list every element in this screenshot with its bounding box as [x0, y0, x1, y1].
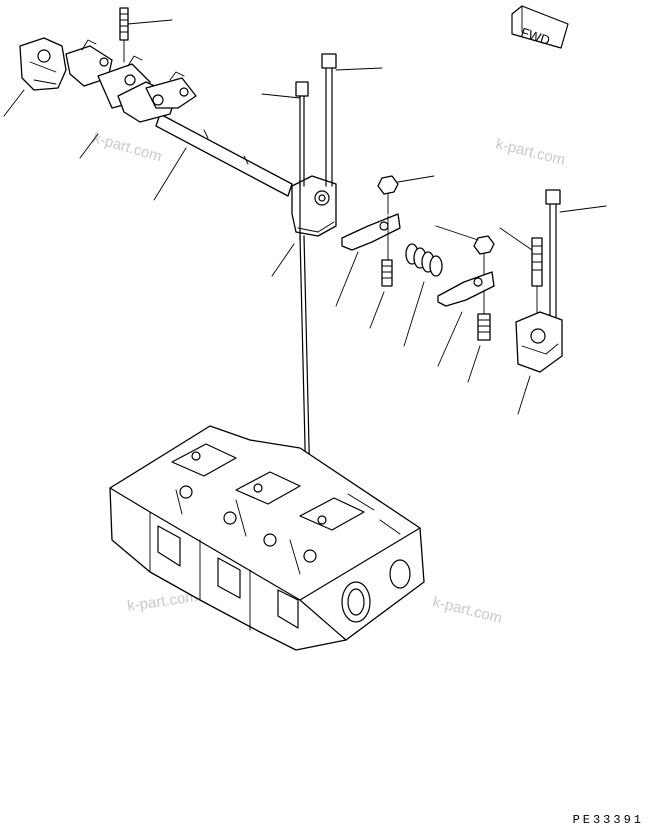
rocker-arm-left: [341, 213, 401, 261]
valve-spring: [405, 243, 443, 277]
bolt-right: [545, 189, 561, 319]
shaft-support-bracket: [291, 175, 337, 241]
rocker-arm-right: [437, 271, 495, 315]
cylinder-head: [109, 425, 425, 651]
end-support-bracket: [515, 311, 563, 373]
stud: [531, 237, 543, 319]
watermark-2: k-part.com: [494, 135, 567, 169]
nut-left: [377, 175, 399, 215]
fwd-arrow-icon: FWD: [511, 5, 569, 49]
bolt-center-right: [321, 53, 337, 187]
adjusting-screw-right: [477, 313, 491, 341]
watermark-1: k-part.com: [91, 130, 164, 166]
rocker-shaft-assembly: [19, 7, 293, 197]
fwd-label: FWD: [519, 25, 552, 48]
pushrod-line: [299, 235, 311, 489]
leader-lines: [3, 19, 607, 415]
nut-right: [473, 235, 495, 275]
watermark-4: k-part.com: [431, 593, 504, 627]
bolt-center-left: [295, 81, 309, 187]
adjusting-screw-left: [381, 259, 393, 287]
drawing-code: PE33391: [572, 813, 644, 827]
